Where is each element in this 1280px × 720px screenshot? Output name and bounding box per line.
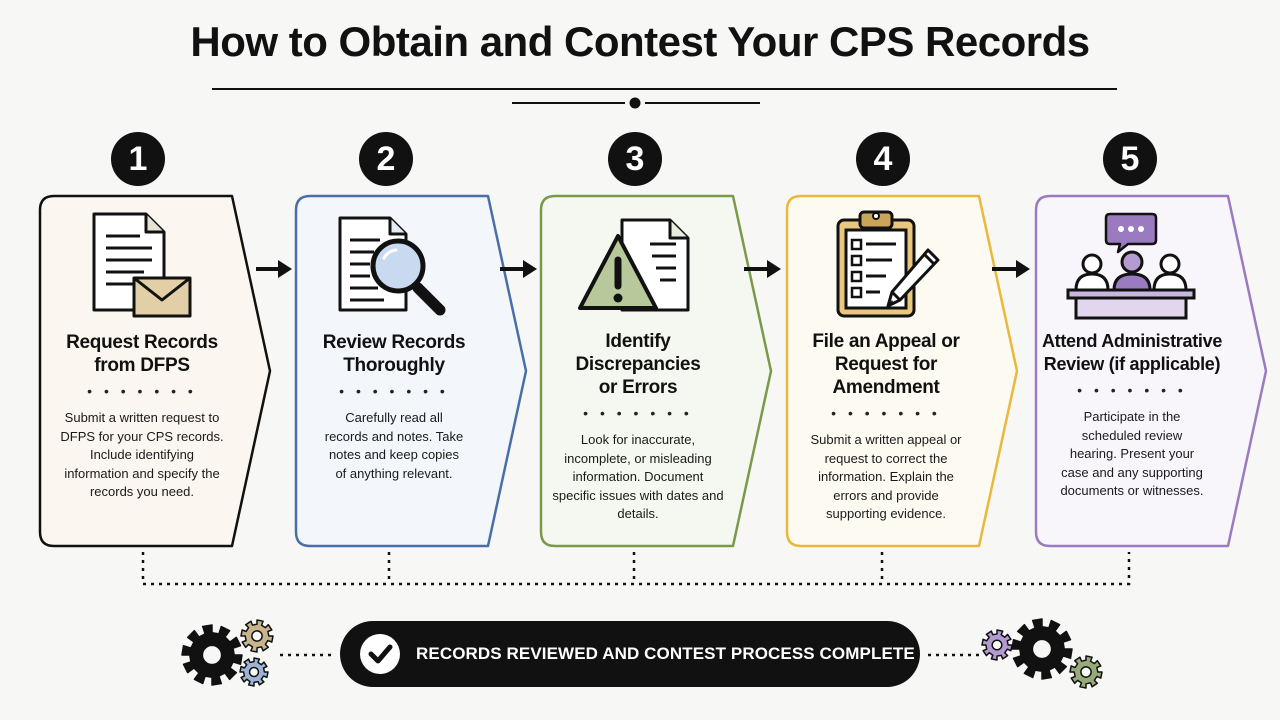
step-number-2: 2: [359, 132, 413, 186]
clipboard-pen-icon: [836, 210, 940, 318]
step-number-3: 3: [608, 132, 662, 186]
title-ornament-dot: [629, 97, 641, 109]
connector-line: [141, 552, 1131, 586]
warning-document-icon: [578, 218, 690, 312]
step-5-divider: • • • • • • •: [1077, 382, 1187, 398]
step-3-divider: • • • • • • •: [583, 405, 693, 421]
step-5-description: Participate in the scheduled review hear…: [1060, 409, 1204, 498]
checkmark-icon: [360, 634, 400, 674]
step-number-5: 5: [1103, 132, 1157, 186]
gear-icon-tan: [240, 619, 274, 653]
completion-label: RECORDS REVIEWED AND CONTEST PROCESS COM…: [416, 644, 915, 663]
document-magnifier-icon: [338, 216, 446, 316]
step-1-description: Submit a written request to DFPS for you…: [60, 410, 224, 499]
flow-arrow-1-head: [278, 260, 292, 278]
step-2-content: Review Records Thoroughly • • • • • • • …: [294, 322, 494, 483]
gear-icon-large-right: [1011, 618, 1073, 680]
flow-arrow-2-head: [523, 260, 537, 278]
gear-icon-purple: [981, 629, 1013, 661]
step-4-description: Submit a written appeal or request to co…: [810, 432, 962, 521]
step-3-content: Identify Discrepancies or Errors • • • •…: [538, 322, 738, 524]
flow-arrow-3-head: [767, 260, 781, 278]
gear-icon-large-left: [181, 624, 243, 686]
step-3-description: Look for inaccurate, incomplete, or misl…: [552, 432, 724, 521]
flow-arrow-4-head: [1016, 260, 1030, 278]
step-4-divider: • • • • • • •: [831, 405, 941, 421]
step-2-title: Review Records Thoroughly: [322, 332, 466, 376]
review-panel-icon: [1066, 212, 1196, 320]
step-number-1: 1: [111, 132, 165, 186]
completion-banner: RECORDS REVIEWED AND CONTEST PROCESS COM…: [340, 621, 920, 687]
step-2-divider: • • • • • • •: [339, 383, 449, 399]
step-1-content: Request Records from DFPS • • • • • • • …: [42, 322, 242, 502]
step-5-content: Attend Administrative Review (if applica…: [1032, 322, 1232, 501]
page-title: How to Obtain and Contest Your CPS Recor…: [190, 18, 1090, 65]
gear-icon-green: [1069, 655, 1103, 689]
document-envelope-icon: [92, 212, 192, 318]
step-5-title: Attend Administrative Review (if applica…: [1041, 331, 1223, 374]
step-4-title: File an Appeal or Request for Amendment: [812, 331, 960, 398]
step-1-divider: • • • • • • •: [87, 383, 197, 399]
step-2-description: Carefully read all records and notes. Ta…: [324, 410, 464, 481]
step-3-title: Identify Discrepancies or Errors: [575, 331, 701, 398]
step-1-title: Request Records from DFPS: [66, 332, 218, 376]
step-number-4: 4: [856, 132, 910, 186]
gear-icon-blue: [239, 657, 269, 687]
step-4-content: File an Appeal or Request for Amendment …: [786, 322, 986, 524]
